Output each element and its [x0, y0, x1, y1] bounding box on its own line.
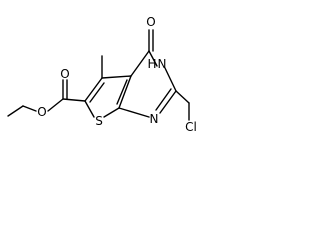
bond-ring-c6-c5-a	[84, 77, 103, 102]
bond-ring-n1-c2-a	[159, 90, 177, 114]
bond-ring-c6-s	[84, 100, 95, 118]
bond-ring-s-c7a	[103, 107, 120, 118]
atom-label-s-ring: S	[95, 114, 103, 128]
atom-label-nh-hydrogen: H	[147, 57, 156, 71]
bond-ring-c7a-n1	[118, 107, 150, 118]
bond-ring-n3-c4	[148, 50, 158, 67]
bond-ethyl-ch3-ch2	[7, 105, 24, 117]
bond-layer	[7, 29, 190, 121]
bond-o-ester-carbon	[47, 98, 64, 112]
molecule-structure: O O S N H N O Cl	[7, 15, 197, 134]
atom-label-o-ester-carbonyl: O	[60, 67, 69, 81]
bond-ring-c4a-c7a-b	[116, 79, 128, 105]
bond-ester-carbon-ring	[62, 98, 86, 102]
bond-ring-c4a-c7a-a	[118, 75, 132, 109]
atom-label-o-ester-ether: O	[37, 105, 46, 119]
atom-label-layer: O O S N H N O Cl	[37, 15, 197, 134]
bond-ring-c4a-c4	[130, 50, 150, 77]
atom-label-o-ring-carbonyl: O	[146, 15, 155, 29]
bond-ethyl-ch2-o	[22, 105, 37, 112]
bond-ring-c5-c4a	[101, 75, 132, 79]
bond-ring-c2-n3	[164, 67, 177, 92]
atom-label-cl-substituent: Cl	[185, 120, 197, 134]
bond-c2-ch2	[175, 90, 190, 104]
bond-ring-c6-c5-b	[89, 82, 105, 103]
atom-label-n-ring-bottom: N	[150, 112, 159, 126]
atom-label-n-ring-top: N	[158, 57, 167, 71]
bond-ring-n1-c2-b	[155, 88, 172, 111]
